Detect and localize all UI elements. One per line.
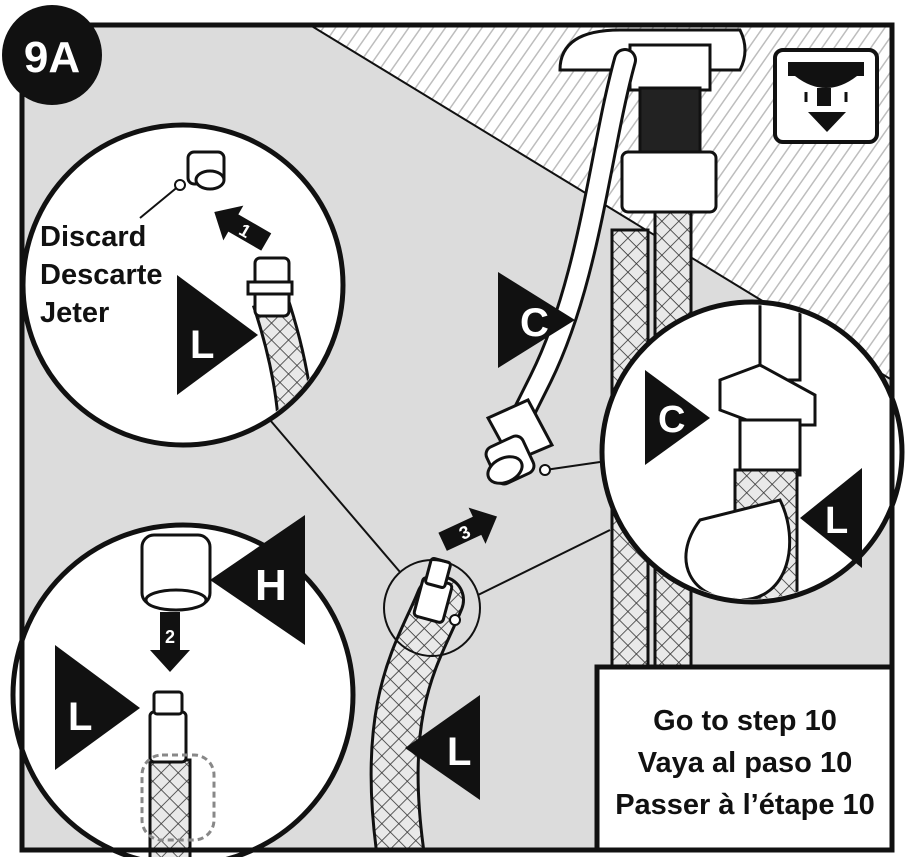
svg-text:L: L: [447, 730, 471, 774]
goto-line-fr: Passer à l’étape 10: [615, 789, 875, 821]
hose-c-connector: [484, 398, 555, 486]
svg-text:L: L: [825, 500, 848, 542]
svg-text:L: L: [68, 695, 92, 739]
arrow-step-1: 1: [214, 205, 272, 251]
aerator-h: [140, 533, 212, 612]
goto-line-en: Go to step 10: [653, 705, 837, 737]
zoom-circle-right: C L: [599, 299, 905, 605]
part-label-c-main: C: [498, 272, 575, 368]
goto-step-box: Go to step 10 Vaya al paso 10 Passer à l…: [594, 664, 895, 853]
hand-thumb: [684, 498, 792, 599]
arrow-step-2: 2: [150, 612, 190, 672]
arrow-step-3: 3: [438, 507, 498, 551]
discarded-washer: [186, 150, 226, 191]
zoom-circle-top-left: 1 Discard Descarte Jeter L: [20, 122, 346, 448]
svg-text:H: H: [255, 561, 287, 610]
frame-border: [19, 22, 895, 853]
hose-l-quick-connect: [412, 557, 454, 624]
hose-c: [511, 51, 634, 429]
goto-line-es: Vaya al paso 10: [638, 747, 852, 779]
zoom-ring-connector: [383, 559, 481, 657]
step-badge-number: 9A: [24, 33, 80, 82]
svg-text:C: C: [658, 399, 685, 441]
zoom-circle-bottom-left: H 2 L: [10, 515, 356, 857]
discard-label-fr: Jeter: [40, 297, 109, 329]
discard-label-es: Descarte: [40, 259, 163, 291]
svg-text:C: C: [520, 301, 549, 345]
part-label-l-main: L: [405, 695, 480, 800]
svg-text:L: L: [190, 323, 214, 367]
step-badge: 9A: [2, 5, 102, 105]
under-sink-install-icon: [773, 48, 879, 144]
discard-label-en: Discard: [40, 221, 146, 253]
svg-text:2: 2: [165, 627, 175, 647]
